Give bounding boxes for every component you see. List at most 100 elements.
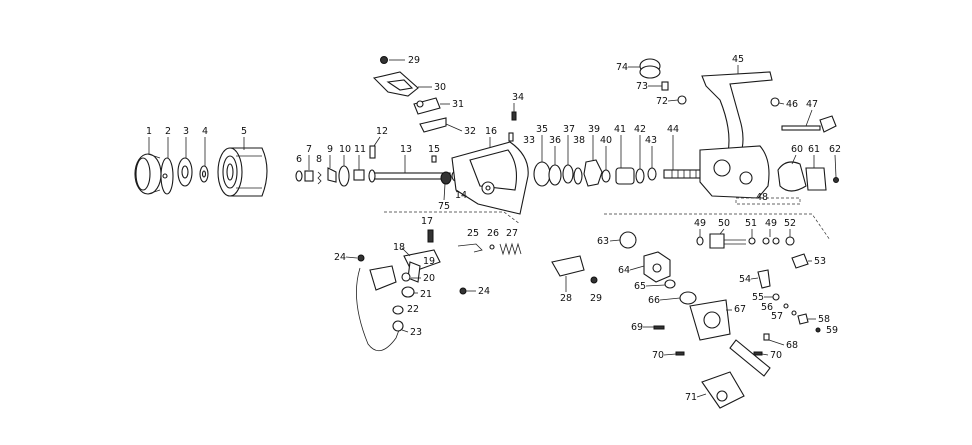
part-68 [763,333,770,341]
callout-24b: 24 [478,286,490,297]
callout-9: 9 [327,144,333,155]
part-66 [679,291,697,305]
callout-58: 58 [818,314,830,325]
part-worm-gear-50 [709,233,746,249]
part-58 [797,313,809,325]
callout-53: 53 [814,256,826,267]
callout-61: 61 [808,144,820,155]
part-spool [217,147,268,197]
part-screw-24a [357,254,365,262]
callout-56: 56 [761,302,773,313]
callout-5: 5 [241,126,247,137]
callout-57: 57 [771,311,783,322]
callout-69: 69 [631,322,643,333]
part-long-screw [781,115,837,133]
part-knob-clip [160,157,174,195]
callout-44: 44 [667,124,679,135]
callout-2: 2 [165,126,171,137]
part-wire-bail [356,267,403,352]
part-screw-34 [511,111,517,121]
callout-47: 47 [806,99,818,110]
part-drive-gear-64 [643,251,671,283]
callout-4: 4 [202,126,208,137]
callout-73: 73 [636,81,648,92]
part-rotor [451,141,529,215]
callout-46: 46 [786,99,798,110]
callout-72: 72 [656,96,668,107]
part-bearing-small [440,171,452,185]
part-ring-43 [647,167,657,181]
part-54 [757,269,771,289]
callout-17: 17 [421,216,433,227]
callout-18: 18 [393,242,405,253]
part-main-shaft [368,169,451,183]
callout-41: 41 [614,124,626,135]
part-56 [783,303,789,309]
callout-6: 6 [296,154,302,165]
part-screw-70b [753,351,763,356]
callout-45: 45 [732,54,744,65]
part-screw-24b [459,287,467,295]
reel-body-group [639,58,839,205]
part-22 [392,305,404,315]
part-55 [772,293,780,301]
callout-22: 22 [407,304,419,315]
callout-26: 26 [487,228,499,239]
part-line-roller [413,97,441,115]
part-52 [785,236,795,246]
part-clicker [304,170,314,182]
part-knob-74 [639,58,661,79]
part-screw-15 [431,155,437,163]
callout-34: 34 [512,92,524,103]
part-screw-33 [508,132,514,142]
callout-32: 32 [464,126,476,137]
callout-20: 20 [423,273,435,284]
part-spring-27 [499,242,522,256]
part-reel-body [699,145,770,199]
callout-62: 62 [829,144,841,155]
spool-group [134,145,461,197]
part-bail-arm [372,71,419,97]
callout-48: 48 [756,192,768,203]
callout-1: 1 [146,126,152,137]
callout-49b: 49 [765,218,777,229]
part-49c [772,237,780,245]
callout-74: 74 [616,62,628,73]
part-reel-foot [701,71,773,157]
part-small-washer [295,170,303,182]
callout-70a: 70 [652,350,664,361]
callout-43: 43 [645,135,657,146]
callout-37: 37 [563,124,575,135]
callout-13: 13 [400,144,412,155]
part-bail-arm-23 [369,265,397,291]
callout-66: 66 [648,295,660,306]
callout-75: 75 [438,201,450,212]
part-49a [696,236,704,246]
callout-42: 42 [634,124,646,135]
part-cover-cap [805,167,827,191]
part-26 [489,244,495,250]
part-bail-holder [419,117,447,133]
callout-31: 31 [452,99,464,110]
part-side-cover [777,161,807,192]
part-drag-knob [134,153,162,195]
part-bail-screw [380,56,388,64]
callout-64: 64 [618,265,630,276]
part-ring-46 [770,97,780,107]
part-screw-70a [675,351,685,356]
part-20 [401,272,411,282]
callout-39: 39 [588,124,600,135]
part-57 [791,310,797,316]
part-49b [762,237,770,245]
assembly-outline-48 [735,197,801,205]
callout-67: 67 [734,304,746,315]
callout-33: 33 [523,135,535,146]
callout-15: 15 [428,144,440,155]
part-cap-72 [677,95,687,105]
part-washer [199,165,209,183]
part-ring [338,165,350,187]
callout-63: 63 [597,236,609,247]
oscillation-group [356,211,831,352]
callout-7: 7 [306,144,312,155]
